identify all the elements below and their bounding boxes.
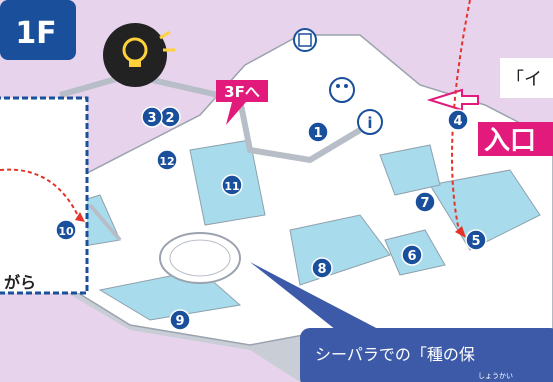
route-arrowhead-left — [75, 212, 85, 222]
building — [20, 34, 553, 382]
lightbulb-icon — [103, 23, 175, 87]
room-marker-3: 3 — [141, 106, 163, 128]
to-3f-tag — [216, 80, 268, 125]
room-marker-12: 12 — [156, 149, 178, 171]
room-number-10: 10 — [58, 225, 74, 238]
room-marker-11: 11 — [221, 174, 243, 196]
room-marker-2: 2 — [159, 106, 181, 128]
top-right-panel — [500, 58, 553, 98]
room-marker-9: 9 — [169, 309, 191, 331]
caption-panel — [300, 328, 553, 382]
floor-label: 1F — [15, 16, 56, 51]
room-number-12: 12 — [159, 155, 174, 168]
room-marker-6: 6 — [401, 244, 423, 266]
left-panel-text: がら — [4, 273, 36, 292]
caption-text: シーパラでの「種の保 — [315, 345, 475, 364]
room-number-1: 1 — [313, 126, 322, 141]
route-arrow-left — [0, 168, 81, 221]
room-marker-5: 5 — [465, 229, 487, 251]
info-icon: i — [357, 109, 383, 135]
top-right-text: 「イ — [506, 69, 542, 90]
room-marker-8: 8 — [311, 257, 333, 279]
room-number-2: 2 — [165, 111, 174, 126]
room-number-9: 9 — [175, 314, 184, 329]
entrance-label: 入口 — [484, 126, 536, 156]
to-3f-label: 3Fへ — [224, 83, 260, 101]
room-marker-1: 1 — [307, 121, 329, 143]
room-number-3: 3 — [147, 111, 156, 126]
svg-text:i: i — [367, 114, 372, 132]
room-number-7: 7 — [420, 196, 429, 211]
route-arrow-right — [451, 0, 471, 236]
route-arrowhead-right — [455, 226, 466, 238]
room-number-5: 5 — [471, 234, 480, 249]
room-marker-7: 7 — [414, 191, 436, 213]
floor-badge — [0, 0, 76, 60]
elevator-icon — [293, 28, 317, 52]
room-marker-4: 4 — [447, 109, 469, 131]
room-number-6: 6 — [407, 249, 416, 264]
room-number-11: 11 — [224, 180, 239, 193]
room-number-8: 8 — [317, 262, 326, 277]
caption-ruby: しょうかい — [478, 372, 513, 380]
room-marker-10: 10 — [55, 219, 77, 241]
restroom-icon — [329, 77, 355, 103]
room-number-4: 4 — [453, 114, 462, 129]
left-panel — [0, 96, 89, 295]
caption-pointer — [250, 262, 380, 345]
